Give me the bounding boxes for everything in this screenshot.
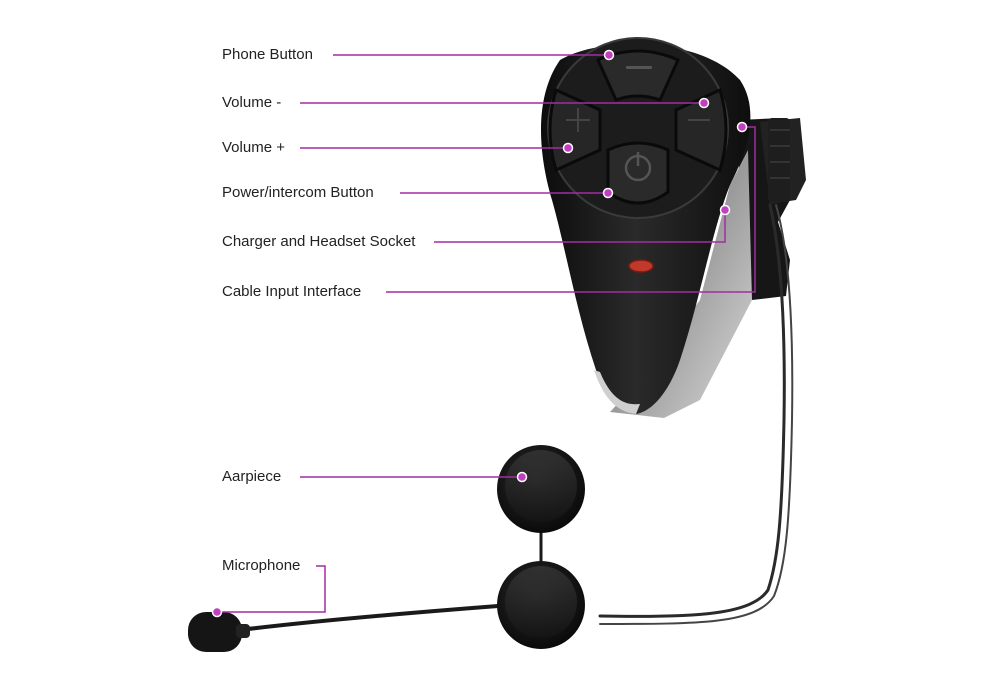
label-cable-input: Cable Input Interface <box>222 283 362 300</box>
leader-microphone <box>217 565 326 613</box>
label-charger-socket: Charger and Headset Socket <box>222 233 416 250</box>
leader-cable-input <box>386 126 756 293</box>
marker-cable-input <box>736 121 748 133</box>
speaker-pad <box>497 561 585 649</box>
chrome-trim <box>610 150 752 418</box>
earpiece-speaker <box>497 445 585 533</box>
marker-earpiece <box>516 471 528 483</box>
marker-volume-minus <box>698 97 710 109</box>
marker-microphone <box>211 606 223 618</box>
marker-charger-socket <box>719 204 731 216</box>
leader-charger-socket <box>434 210 726 243</box>
marker-volume-plus <box>562 142 574 154</box>
label-power-intercom: Power/intercom Button <box>222 184 374 201</box>
marker-power-intercom <box>602 187 614 199</box>
label-volume-plus: Volume + <box>222 139 285 156</box>
label-microphone: Microphone <box>222 557 301 574</box>
microphone-foam <box>188 612 250 652</box>
marker-phone-button <box>603 49 615 61</box>
status-led <box>628 259 654 273</box>
label-phone-button: Phone Button <box>222 46 313 63</box>
label-volume-minus: Volume - <box>222 94 282 111</box>
label-earpiece: Aarpiece <box>222 468 282 485</box>
button-cluster <box>547 37 729 219</box>
mounting-clip <box>738 118 806 300</box>
